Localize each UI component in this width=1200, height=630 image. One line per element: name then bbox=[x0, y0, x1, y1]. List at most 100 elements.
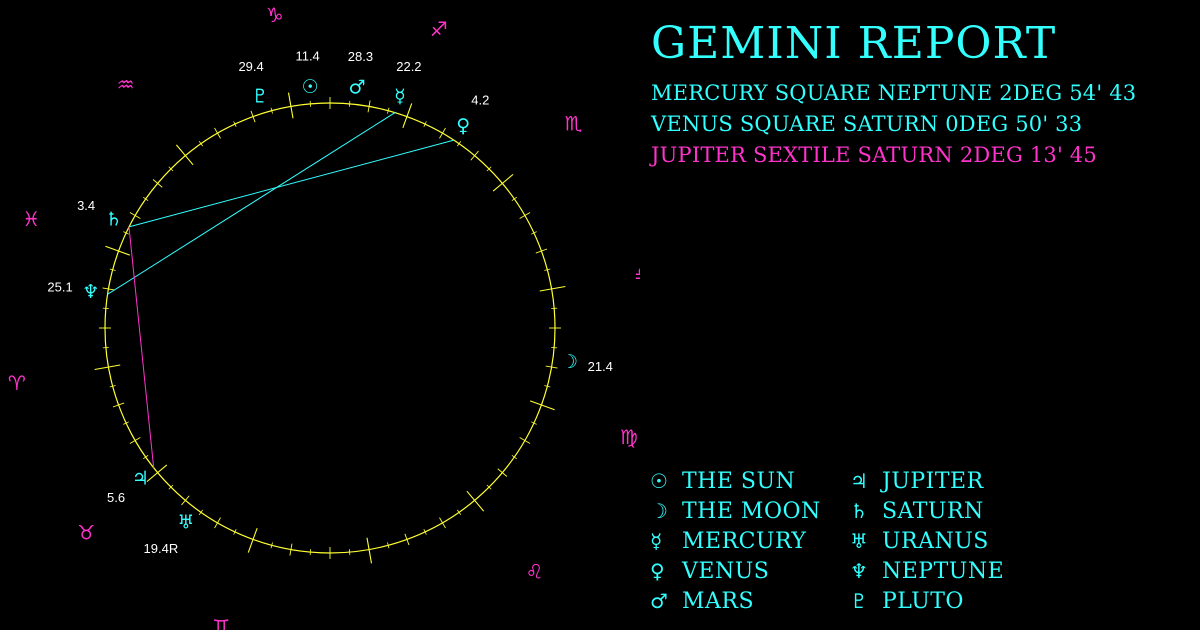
sign-boundary-tick bbox=[105, 245, 131, 256]
degree-tick bbox=[423, 529, 427, 535]
leo-icon: ♌ bbox=[525, 560, 543, 584]
jupiter-degree-label: 5.6 bbox=[107, 490, 125, 505]
degree-tick bbox=[102, 346, 109, 349]
legend-item-saturn: ♄ SATURN bbox=[848, 496, 1048, 526]
degree-tick bbox=[387, 542, 390, 549]
neptune-icon: ♆ bbox=[82, 281, 99, 303]
degree-tick bbox=[497, 468, 508, 477]
degree-tick bbox=[551, 346, 558, 349]
degree-tick bbox=[123, 421, 129, 425]
degree-tick bbox=[123, 231, 129, 235]
sign-boundary-tick bbox=[287, 92, 294, 119]
moon-degree-label: 21.4 bbox=[588, 359, 613, 374]
degree-tick bbox=[551, 307, 558, 310]
sun-icon: ☉ bbox=[650, 469, 668, 493]
degree-tick bbox=[457, 141, 462, 147]
aspect-list: MERCURY SQUARE NEPTUNE 2DEG 54' 43 VENUS… bbox=[651, 78, 1136, 171]
sign-boundary-tick bbox=[529, 400, 555, 411]
degree-tick bbox=[143, 455, 149, 460]
legend-label: NEPTUNE bbox=[882, 558, 1005, 584]
jupiter-icon: ♃ bbox=[850, 469, 868, 493]
degree-tick bbox=[181, 495, 190, 506]
degree-tick bbox=[168, 484, 174, 490]
pisces-icon: ♓ bbox=[22, 207, 40, 231]
degree-tick bbox=[198, 509, 203, 515]
degree-tick bbox=[152, 179, 163, 188]
legend-label: URANUS bbox=[882, 528, 989, 554]
sign-boundary-tick bbox=[175, 144, 194, 166]
degree-tick bbox=[531, 421, 537, 425]
saturn-icon: ♄ bbox=[105, 208, 122, 230]
degree-tick bbox=[270, 542, 273, 549]
pluto-degree-label: 29.4 bbox=[238, 59, 263, 74]
degree-tick bbox=[143, 196, 149, 201]
pluto-icon: ♇ bbox=[850, 589, 868, 613]
neptune-degree-label: 25.1 bbox=[47, 280, 72, 295]
degree-tick bbox=[309, 549, 312, 556]
degree-tick bbox=[112, 402, 125, 408]
degree-tick bbox=[457, 509, 462, 515]
degree-tick bbox=[168, 166, 174, 172]
sign-boundary-tick bbox=[247, 527, 258, 553]
page-title: GEMINI REPORT bbox=[651, 18, 1057, 69]
degree-tick bbox=[519, 212, 531, 219]
legend-label: JUPITER bbox=[882, 468, 984, 494]
pluto-icon: ♇ bbox=[252, 85, 269, 107]
degree-tick bbox=[404, 533, 410, 546]
degree-tick bbox=[439, 517, 446, 529]
legend-label: SATURN bbox=[882, 498, 984, 524]
sign-boundary-tick bbox=[466, 490, 485, 512]
degree-tick bbox=[486, 166, 492, 172]
aspect-line-2: VENUS SQUARE SATURN 0DEG 50' 33 bbox=[651, 112, 1083, 136]
degree-tick bbox=[270, 107, 273, 114]
neptune-icon: ♆ bbox=[850, 559, 868, 583]
degree-tick bbox=[439, 127, 446, 139]
legend-item-moon: ☽ THE MOON bbox=[648, 496, 848, 526]
aspect-line-mercury-neptune bbox=[107, 112, 396, 295]
degree-tick bbox=[486, 484, 492, 490]
virgo-icon: ♍ bbox=[620, 425, 638, 449]
degree-tick bbox=[348, 549, 351, 556]
legend-item-sun: ☉ THE SUN bbox=[648, 466, 848, 496]
degree-tick bbox=[214, 517, 221, 529]
natal-wheel: ♑♐♏♎♍♌♋♊♉♈♓♒☉11.4♇29.4♂28.3☿22.2♀4.2♄3.4… bbox=[8, 3, 640, 630]
degree-tick bbox=[109, 385, 116, 388]
degree-tick bbox=[545, 365, 558, 369]
degree-tick bbox=[387, 107, 390, 114]
legend-label: MERCURY bbox=[682, 528, 807, 554]
saturn-icon: ♄ bbox=[850, 499, 868, 523]
degree-tick bbox=[233, 121, 237, 127]
degree-tick bbox=[544, 268, 551, 271]
degree-tick bbox=[214, 127, 221, 139]
legend-item-neptune: ♆ NEPTUNE bbox=[848, 556, 1048, 586]
uranus-icon: ♅ bbox=[850, 529, 868, 553]
degree-tick bbox=[470, 150, 479, 161]
degree-tick bbox=[511, 455, 517, 460]
degree-tick bbox=[519, 437, 531, 444]
aspect-line-venus-saturn bbox=[128, 139, 454, 228]
degree-tick bbox=[250, 110, 256, 123]
degree-tick bbox=[289, 543, 293, 556]
degree-tick bbox=[309, 100, 312, 107]
venus-icon: ♀ bbox=[650, 559, 665, 583]
degree-tick bbox=[233, 529, 237, 535]
legend-label: VENUS bbox=[682, 558, 770, 584]
mars-icon: ♂ bbox=[348, 77, 365, 99]
retrograde-degree-label: 19.4R bbox=[144, 541, 179, 556]
mars-degree-label: 28.3 bbox=[348, 49, 373, 64]
mercury-icon: ☿ bbox=[394, 85, 406, 107]
degree-tick bbox=[109, 268, 116, 271]
degree-tick bbox=[535, 248, 548, 254]
legend-item-mars: ♂ MARS bbox=[648, 586, 848, 616]
degree-tick bbox=[198, 141, 203, 147]
jupiter-icon: ♃ bbox=[132, 467, 149, 489]
legend-label: THE MOON bbox=[682, 498, 821, 524]
planet-legend: ☉ THE SUN ♃ JUPITER ☽ THE MOON ♄ SATURN … bbox=[648, 466, 1048, 616]
degree-tick bbox=[129, 437, 141, 444]
degree-tick bbox=[531, 231, 537, 235]
legend-item-venus: ♀ VENUS bbox=[648, 556, 848, 586]
sign-boundary-tick bbox=[94, 364, 121, 371]
gemini-icon: ♊ bbox=[212, 615, 230, 630]
legend-label: THE SUN bbox=[682, 468, 796, 494]
legend-label: MARS bbox=[682, 588, 755, 614]
